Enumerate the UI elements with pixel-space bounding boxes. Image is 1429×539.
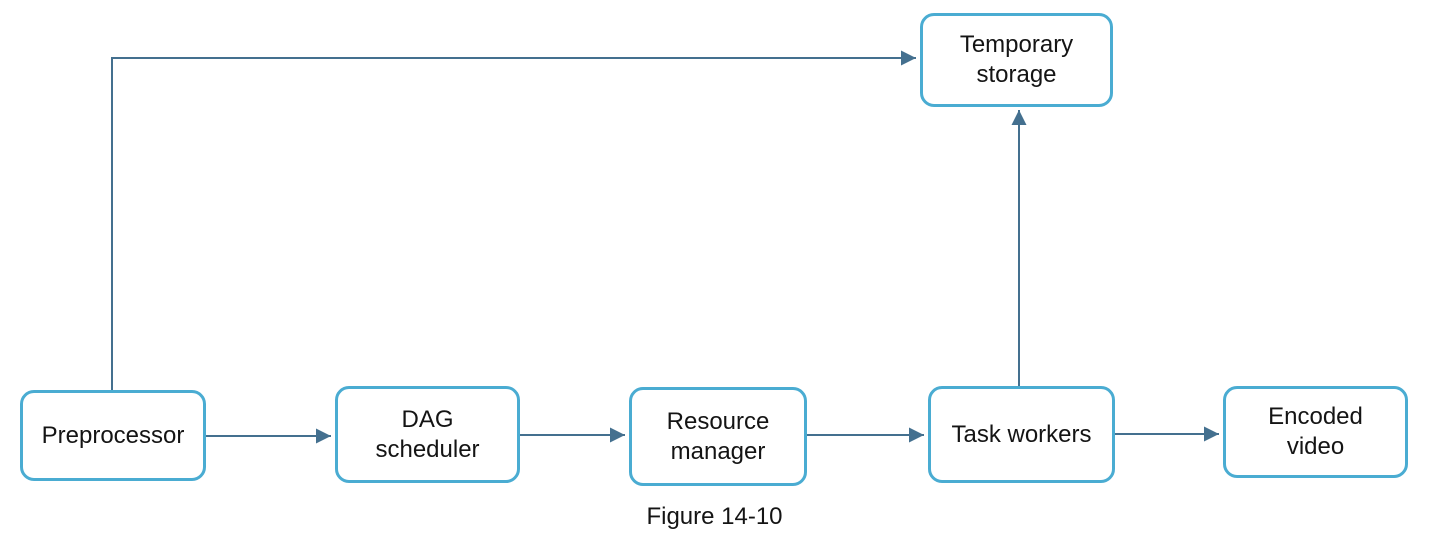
node-dag-scheduler: DAG scheduler	[335, 386, 520, 483]
node-encoded-video: Encoded video	[1223, 386, 1408, 478]
figure-caption: Figure 14-10	[646, 503, 783, 530]
node-preprocessor-label: Preprocessor	[41, 421, 185, 449]
node-resource-manager: Resource manager	[629, 387, 807, 486]
node-temporary-storage-label: Temporary storage	[959, 31, 1074, 88]
node-temporary-storage: Temporary storage	[920, 13, 1113, 107]
node-resource-manager-label: Resource manager	[666, 407, 770, 465]
edge-preprocessor-to-temporary-storage	[111, 50, 916, 390]
node-dag-scheduler-label: DAG scheduler	[375, 405, 480, 463]
node-preprocessor: Preprocessor	[20, 390, 206, 481]
node-encoded-video-label: Encoded video	[1268, 403, 1363, 460]
node-task-workers-label: Task workers	[951, 420, 1092, 448]
node-task-workers: Task workers	[928, 386, 1115, 483]
